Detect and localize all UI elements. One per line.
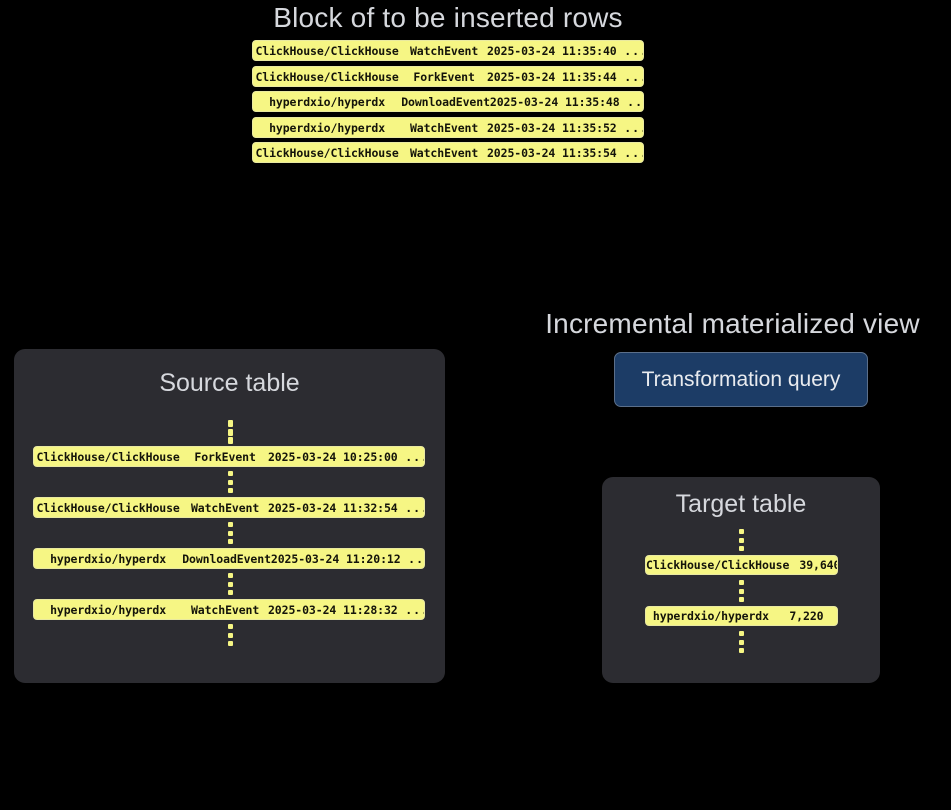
insert-row: ClickHouse/ClickHouse WatchEvent 2025-03… (252, 142, 644, 163)
insert-row: ClickHouse/ClickHouse WatchEvent 2025-03… (252, 40, 644, 61)
dot (227, 488, 233, 493)
dot (738, 529, 744, 534)
insert-row-event: DownloadEvent (401, 94, 490, 109)
dot (227, 573, 233, 578)
dot (227, 479, 233, 485)
insert-row-repo: hyperdxio/hyperdx (269, 120, 386, 135)
insert-row-repo: ClickHouse/ClickHouse (255, 145, 399, 160)
dot (227, 632, 233, 638)
dot (227, 522, 233, 527)
target-ellipsis-dots (738, 631, 744, 653)
insert-row-event: ForkEvent (413, 69, 475, 84)
insert-row-ellipsis: ... (624, 69, 643, 84)
insert-row-timestamp: 2025-03-24 11:35:54 (486, 145, 617, 160)
insert-row-event: WatchEvent (409, 120, 479, 135)
insert-block-title: Block of to be inserted rows (273, 2, 623, 33)
target-ellipsis-dots (738, 529, 744, 551)
source-row: hyperdxio/hyperdx DownloadEvent 2025-03-… (33, 548, 425, 569)
target-row-repo: ClickHouse/ClickHouse (646, 558, 790, 572)
target-table-title: Target table (675, 490, 807, 518)
target-row: hyperdxio/hyperdx 7,220 (645, 606, 838, 626)
dot (738, 631, 744, 636)
insert-row: ClickHouse/ClickHouse ForkEvent 2025-03-… (252, 66, 644, 87)
source-row-ellipsis: ... (405, 449, 424, 464)
dot (738, 639, 744, 645)
source-ellipsis-dots (227, 573, 233, 595)
source-ellipsis-dots (227, 522, 233, 544)
dot (227, 539, 233, 544)
insert-row-timestamp: 2025-03-24 11:35:48 (489, 94, 620, 109)
insert-row-timestamp: 2025-03-24 11:35:44 (486, 69, 617, 84)
insert-row-timestamp: 2025-03-24 11:35:40 (486, 43, 617, 58)
source-row-repo: hyperdxio/hyperdx (50, 602, 167, 617)
source-row-repo: ClickHouse/ClickHouse (36, 500, 180, 515)
insert-row-event: WatchEvent (409, 145, 479, 160)
dot (227, 624, 233, 629)
insert-row: hyperdxio/hyperdx WatchEvent 2025-03-24 … (252, 117, 644, 138)
insert-row-repo: hyperdxio/hyperdx (269, 94, 386, 109)
insert-row-ellipsis: ... (624, 43, 643, 58)
insert-row: hyperdxio/hyperdx DownloadEvent 2025-03-… (252, 91, 644, 112)
source-row-repo: hyperdxio/hyperdx (50, 551, 167, 566)
insert-row-repo: ClickHouse/ClickHouse (255, 69, 399, 84)
dot (738, 588, 744, 594)
source-row: hyperdxio/hyperdx WatchEvent 2025-03-24 … (33, 599, 425, 620)
dot (738, 546, 744, 551)
source-ellipsis-dots (227, 420, 233, 442)
source-row-event: DownloadEvent (182, 551, 271, 566)
insert-row-ellipsis: ... (627, 94, 644, 109)
source-row-repo: ClickHouse/ClickHouse (36, 449, 180, 464)
insert-row-ellipsis: ... (624, 145, 643, 160)
source-row-timestamp: 2025-03-24 11:20:12 (270, 551, 401, 566)
dot (227, 641, 233, 646)
dot (227, 437, 233, 442)
transformation-query-box[interactable]: Transformation query (614, 352, 868, 407)
source-row: ClickHouse/ClickHouse ForkEvent 2025-03-… (33, 446, 425, 467)
dot (227, 581, 233, 587)
source-row-event: WatchEvent (190, 602, 260, 617)
source-row-event: ForkEvent (194, 449, 256, 464)
dot (227, 420, 233, 425)
dot (738, 597, 744, 602)
insert-row-timestamp: 2025-03-24 11:35:52 (486, 120, 617, 135)
dot (227, 428, 233, 434)
dot (738, 580, 744, 585)
source-ellipsis-dots (227, 624, 233, 646)
target-row-repo: hyperdxio/hyperdx (652, 609, 769, 623)
source-row-ellipsis: ... (405, 602, 424, 617)
insert-row-event: WatchEvent (409, 43, 479, 58)
source-row-timestamp: 2025-03-24 10:25:00 (267, 449, 398, 464)
target-ellipsis-dots (738, 580, 744, 602)
source-row: ClickHouse/ClickHouse WatchEvent 2025-03… (33, 497, 425, 518)
source-row-timestamp: 2025-03-24 11:32:54 (267, 500, 398, 515)
dot (738, 648, 744, 653)
source-row-timestamp: 2025-03-24 11:28:32 (267, 602, 398, 617)
insert-row-ellipsis: ... (624, 120, 643, 135)
source-table-title: Source table (159, 369, 300, 397)
target-row-value: 39,640 (799, 558, 838, 572)
source-row-ellipsis: ... (405, 500, 424, 515)
target-row: ClickHouse/ClickHouse 39,640 (645, 555, 838, 575)
dot (227, 530, 233, 536)
dot (738, 537, 744, 543)
dot (227, 471, 233, 476)
target-row-value: 7,220 (789, 609, 824, 623)
dot (227, 590, 233, 595)
materialized-view-title: Incremental materialized view (545, 308, 920, 339)
source-row-ellipsis: ... (408, 551, 425, 566)
insert-row-repo: ClickHouse/ClickHouse (255, 43, 399, 58)
source-row-event: WatchEvent (190, 500, 260, 515)
source-ellipsis-dots (227, 471, 233, 493)
